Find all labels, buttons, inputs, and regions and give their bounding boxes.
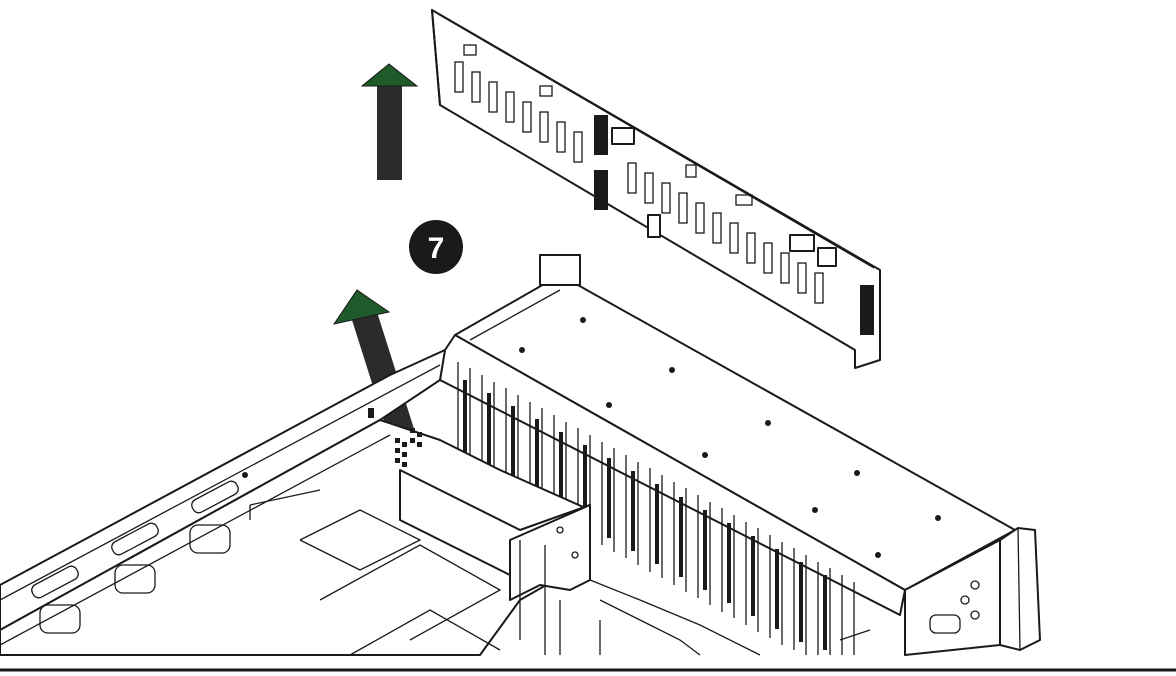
server-chassis <box>0 254 1041 656</box>
backplane-board <box>431 9 881 369</box>
up-arrow-icon <box>360 63 419 180</box>
step-number: 7 <box>428 232 445 265</box>
step-badge: 7 <box>409 220 463 274</box>
